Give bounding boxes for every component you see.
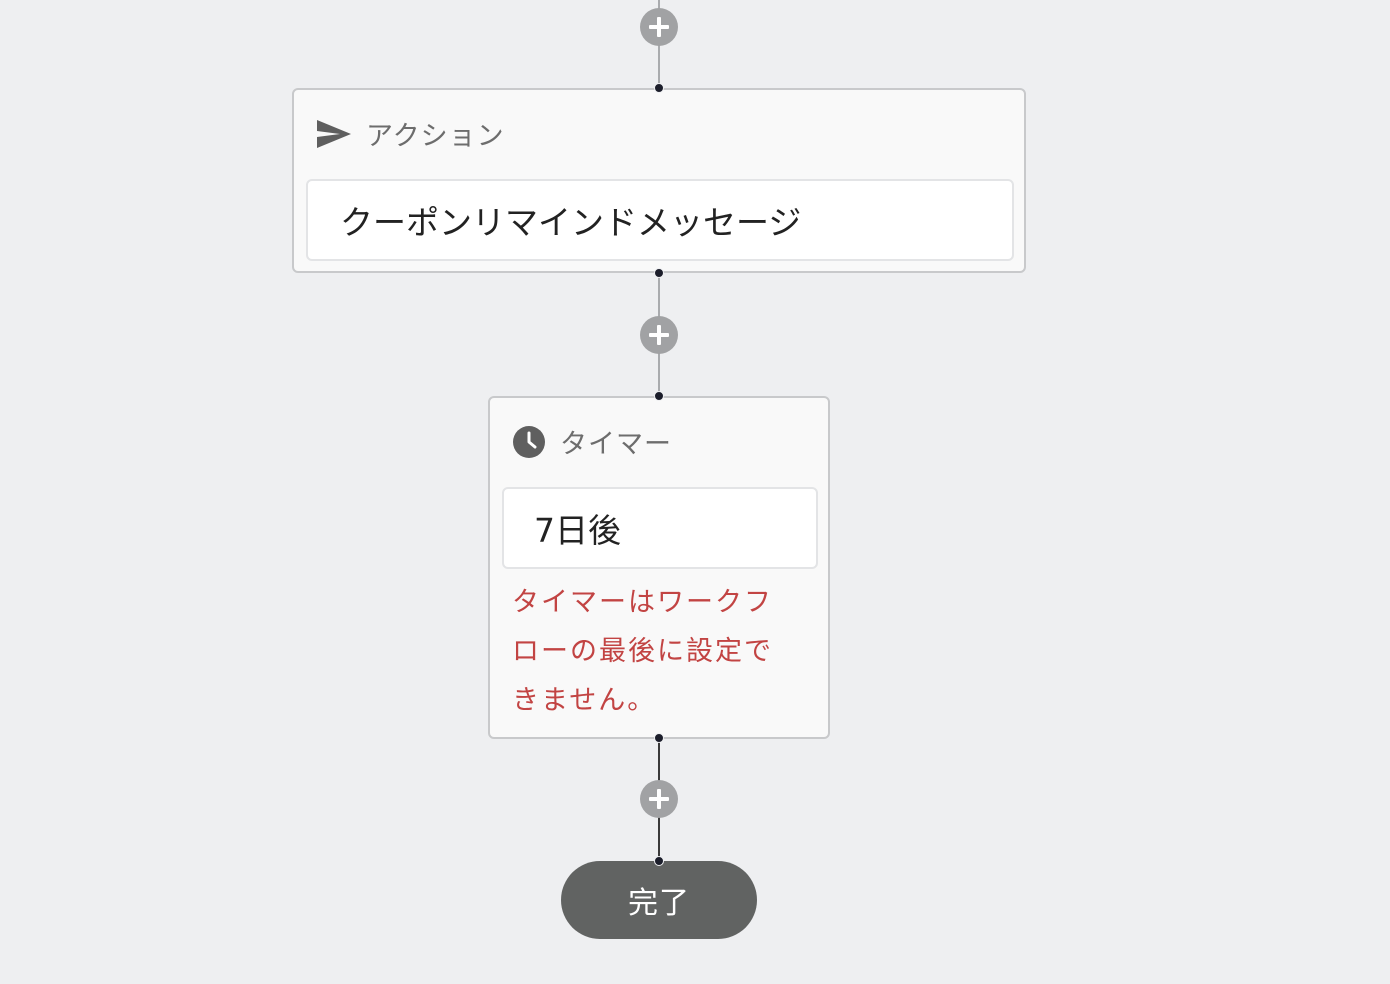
add-step-button-after-action[interactable]	[640, 316, 678, 354]
timer-node-header: タイマー	[512, 422, 672, 461]
timer-duration-value: 7日後	[534, 511, 621, 550]
add-step-button-after-timer[interactable]	[640, 780, 678, 818]
action-message-field[interactable]: クーポンリマインドメッセージ	[306, 179, 1014, 261]
timer-node-type-label: タイマー	[560, 429, 672, 460]
error-line: きません。	[512, 685, 657, 716]
connection-point	[654, 391, 664, 401]
connection-point	[654, 733, 664, 743]
connection-point	[654, 83, 664, 93]
action-node[interactable]: アクション クーポンリマインドメッセージ	[292, 88, 1026, 273]
timer-node[interactable]: タイマー 7日後 タイマーはワークフ ローの最後に設定で きません。	[488, 396, 830, 739]
action-node-type-label: アクション	[366, 121, 505, 152]
action-node-header: アクション	[316, 114, 505, 153]
connection-point	[654, 856, 664, 866]
add-step-button-top[interactable]	[640, 8, 678, 46]
timer-error-message: タイマーはワークフ ローの最後に設定で きません。	[512, 578, 822, 725]
end-node-label: 完了	[628, 886, 690, 921]
error-line: タイマーはワークフ	[512, 587, 773, 618]
action-message-value: クーポンリマインドメッセージ	[340, 203, 802, 242]
clock-icon	[512, 425, 546, 459]
end-node: 完了	[561, 861, 757, 939]
connection-point	[654, 268, 664, 278]
send-icon	[316, 119, 352, 149]
timer-duration-field[interactable]: 7日後	[502, 487, 818, 569]
error-line: ローの最後に設定で	[512, 636, 773, 667]
